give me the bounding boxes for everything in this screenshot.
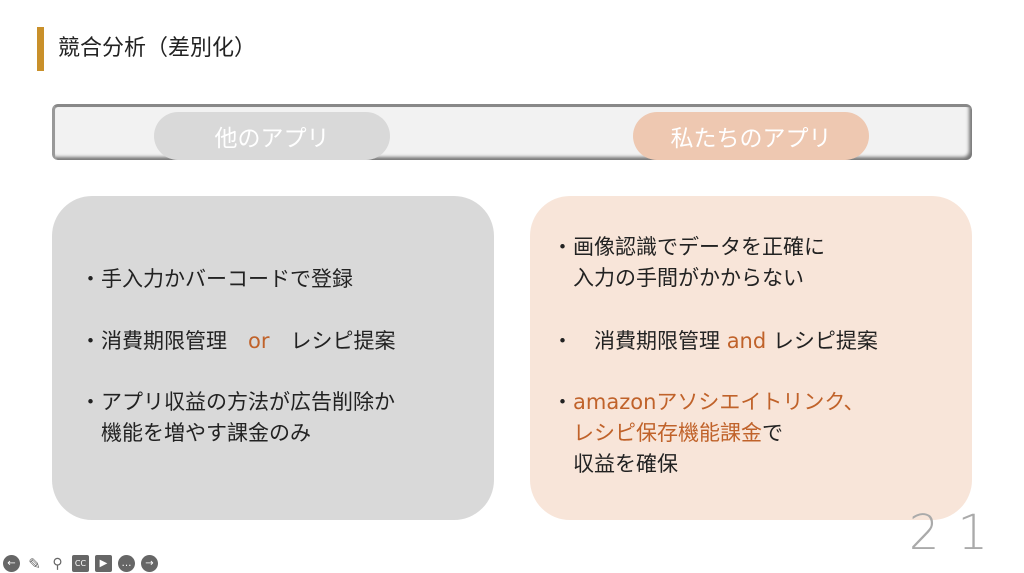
other-apps-label: 他のアプリ	[154, 112, 390, 160]
page-number: 21	[908, 505, 1006, 561]
our-item-1: ・画像認識でデータを正確に 入力の手間がかからない	[552, 232, 825, 294]
other-item-2: ・消費期限管理 or レシピ提案	[80, 326, 395, 357]
more-icon[interactable]: …	[118, 555, 135, 572]
t: ・消費期限管理	[80, 329, 248, 353]
t: レシピ提案	[766, 329, 878, 353]
forward-icon[interactable]: →	[141, 555, 158, 572]
other-item-3: ・アプリ収益の方法が広告削除か 機能を増やす課金のみ	[80, 387, 395, 449]
t: ・アプリ収益の方法が広告削除か	[80, 390, 395, 414]
or-text: or	[248, 329, 270, 353]
t: レシピ提案	[269, 329, 396, 353]
our-item-2: ・ 消費期限管理 and レシピ提案	[552, 326, 878, 357]
our-app-card	[530, 196, 972, 520]
search-icon[interactable]: ⚲	[52, 555, 63, 572]
other-item-1: ・手入力かバーコードで登録	[80, 267, 353, 291]
t: で	[762, 421, 783, 445]
other-apps-card	[52, 196, 494, 520]
and-text: and	[726, 329, 767, 353]
t: ・	[552, 390, 573, 414]
slide-title: 競合分析（差別化）	[58, 36, 257, 61]
t: ・ 消費期限管理	[552, 329, 727, 353]
our-app-label: 私たちのアプリ	[633, 112, 869, 160]
t: レシピ保存機能課金	[573, 421, 762, 445]
t: 入力の手間がかからない	[552, 266, 804, 290]
t: 収益を確保	[552, 452, 678, 476]
back-icon[interactable]: ←	[3, 555, 20, 572]
t: amazonアソシエイトリンク、	[573, 390, 865, 414]
video-icon[interactable]: ▶	[95, 555, 112, 572]
pen-icon[interactable]: ✎	[28, 554, 41, 573]
title-accent	[37, 27, 44, 71]
captions-icon[interactable]: CC	[72, 555, 89, 572]
t: ・画像認識でデータを正確に	[552, 235, 825, 259]
slideshow-controls: ← ✎ ⚲ CC ▶ … →	[3, 554, 158, 573]
our-item-3: ・amazonアソシエイトリンク、 レシピ保存機能課金で 収益を確保	[552, 387, 864, 480]
t: 機能を増やす課金のみ	[80, 421, 311, 445]
